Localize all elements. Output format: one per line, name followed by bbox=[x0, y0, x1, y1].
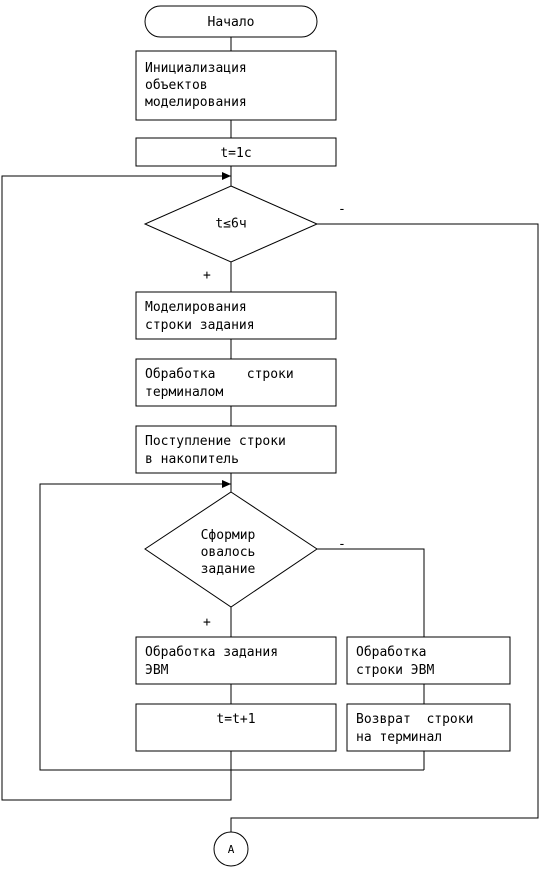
accum-line-0: Поступление строки bbox=[145, 434, 286, 449]
accum-process-box bbox=[135, 425, 337, 474]
connector-line-0: A bbox=[228, 843, 235, 856]
decision2-line-1: овалось bbox=[201, 545, 256, 560]
t-inc-process-box bbox=[135, 703, 337, 752]
return-line-1: на терминал bbox=[356, 730, 442, 745]
accum-line-1: в накопитель bbox=[145, 452, 239, 467]
decision2-diamond bbox=[144, 491, 318, 608]
decision2-no-label: - bbox=[338, 537, 346, 552]
return-process-box bbox=[346, 703, 511, 752]
edge-decision2-procline bbox=[317, 548, 425, 637]
node-terminal: Обработка строки терминалом bbox=[135, 358, 337, 407]
node-model: Моделирования строки задания bbox=[135, 291, 337, 340]
edge-labels: - + - + bbox=[203, 202, 346, 630]
proc-task-process-box bbox=[135, 636, 337, 685]
proc-line-line-0: Обработка bbox=[356, 645, 426, 660]
decision2-yes-label: + bbox=[203, 615, 211, 630]
proc-task-line-1: ЭВМ bbox=[145, 663, 169, 678]
node-start: Начало bbox=[144, 5, 318, 38]
t-init-line-0: t=1c bbox=[220, 146, 251, 161]
start-terminator-shape bbox=[144, 5, 318, 38]
decision1-diamond bbox=[143, 185, 319, 263]
proc-task-line-0: Обработка задания bbox=[145, 645, 278, 660]
node-return: Возврат строки на терминал bbox=[346, 703, 511, 752]
model-line-0: Моделирования bbox=[145, 300, 247, 315]
start-line-0: Начало bbox=[208, 15, 255, 30]
edge-inner-loop bbox=[39, 483, 232, 771]
decision1-yes-label: + bbox=[203, 268, 211, 283]
node-connector: A bbox=[213, 831, 249, 867]
t-inc-line-0: t=t+1 bbox=[216, 712, 255, 727]
node-proc-task: Обработка задания ЭВМ bbox=[135, 636, 337, 685]
node-proc-line: Обработка строки ЭВМ bbox=[346, 636, 511, 685]
edge-outer-loop bbox=[1, 175, 232, 801]
terminal-process-box bbox=[135, 358, 337, 407]
node-decision1: t≤6ч bbox=[143, 185, 319, 263]
node-t-init: t=1c bbox=[135, 137, 337, 167]
node-accum: Поступление строки в накопитель bbox=[135, 425, 337, 474]
model-line-1: строки задания bbox=[145, 318, 255, 333]
arrowhead-inner-loop bbox=[222, 480, 231, 488]
t-init-process-box bbox=[135, 137, 337, 167]
model-process-box bbox=[135, 291, 337, 340]
edge-decision1-exit bbox=[230, 223, 539, 832]
init-line-1: объектов bbox=[145, 78, 208, 93]
arrowhead-outer-loop bbox=[222, 172, 231, 180]
init-process-box bbox=[135, 50, 337, 121]
node-t-inc: t=t+1 bbox=[135, 703, 337, 752]
terminal-line-1: терминалом bbox=[145, 385, 223, 400]
decision2-line-0: Сформир bbox=[201, 528, 256, 543]
connector-circle bbox=[213, 831, 249, 867]
return-line-0: Возврат строки bbox=[356, 712, 473, 727]
node-init: Инициализация объектов моделирования bbox=[135, 50, 337, 121]
init-line-0: Инициализация bbox=[145, 61, 247, 76]
decision1-no-label: - bbox=[338, 202, 346, 217]
proc-line-line-1: строки ЭВМ bbox=[356, 663, 434, 678]
init-line-2: моделирования bbox=[145, 95, 247, 110]
proc-line-process-box bbox=[346, 636, 511, 685]
edges bbox=[1, 37, 539, 832]
node-decision2: Сформир овалось задание bbox=[144, 491, 318, 608]
decision2-line-2: задание bbox=[201, 562, 256, 577]
decision1-line-0: t≤6ч bbox=[215, 217, 246, 232]
terminal-line-0: Обработка строки bbox=[145, 367, 294, 382]
